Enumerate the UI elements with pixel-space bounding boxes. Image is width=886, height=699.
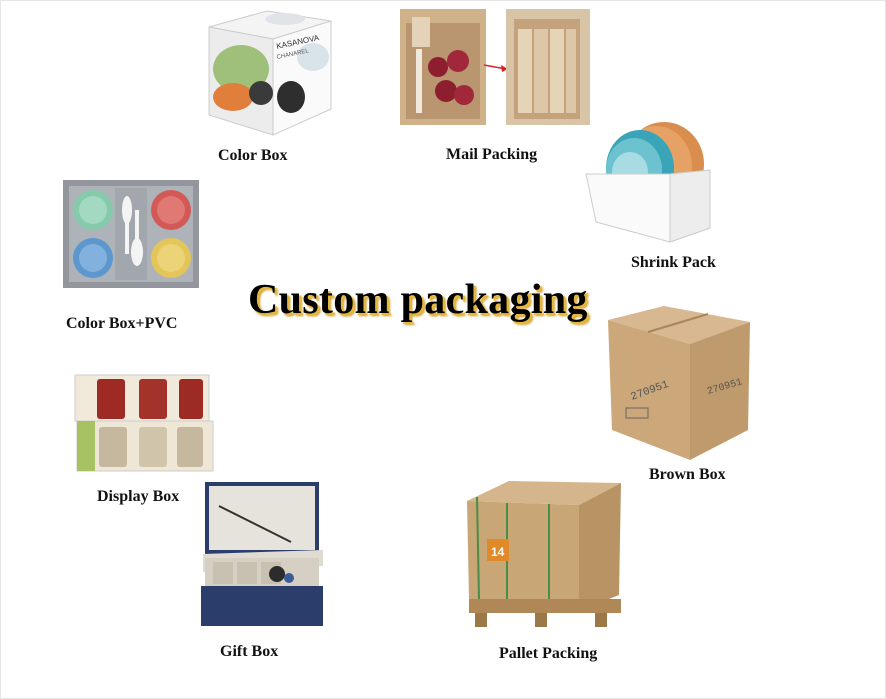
display-box-caption: Display Box [97, 488, 180, 505]
mail-packing-caption: Mail Packing [446, 146, 538, 163]
shrink-pack-caption: Shrink Pack [631, 254, 716, 271]
display-box-image [74, 374, 214, 472]
headline: Custom packaging [248, 277, 588, 323]
color-box-caption: Color Box [218, 147, 288, 164]
gift-box-caption: Gift Box [220, 643, 279, 660]
gift-box-image [201, 482, 323, 626]
pallet-packing-image: 14 [467, 481, 621, 627]
mail-packing-image [400, 9, 590, 125]
brown-box-caption: Brown Box [649, 466, 726, 483]
color-box-image: KASANOVA CHANAREL [208, 10, 332, 136]
shrink-pack-image [585, 122, 711, 243]
color-box-pvc-caption: Color Box+PVC [66, 315, 178, 332]
brown-box-image: 270951 270951 [608, 306, 750, 460]
pallet-label-number: 14 [491, 545, 505, 559]
color-box-pvc-image [63, 180, 199, 288]
pallet-packing-caption: Pallet Packing [499, 645, 598, 662]
